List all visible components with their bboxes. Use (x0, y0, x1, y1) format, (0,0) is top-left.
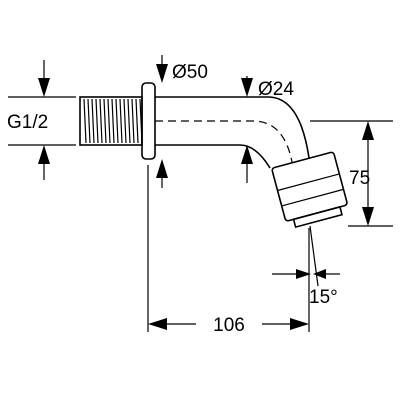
pipe-centerline (155, 120, 293, 163)
threaded-connector (79, 96, 143, 146)
thread-dimension (8, 60, 76, 180)
pipe-diameter-dimension (241, 76, 253, 183)
length-dimension (147, 165, 310, 332)
aerator-head (271, 151, 348, 229)
pipe-diameter-label: Ø24 (258, 79, 294, 100)
thread-size-label: G1/2 (7, 112, 48, 133)
wall-flange (141, 82, 156, 160)
flange-diameter-dimension (156, 55, 168, 188)
spout-pipe (155, 96, 310, 169)
height-dimension (310, 120, 393, 227)
height-label: 75 (349, 168, 370, 189)
length-label: 106 (213, 315, 245, 336)
angle-dimension (272, 225, 340, 287)
angle-label: 15° (309, 287, 338, 308)
flange-diameter-label: Ø50 (172, 62, 208, 83)
